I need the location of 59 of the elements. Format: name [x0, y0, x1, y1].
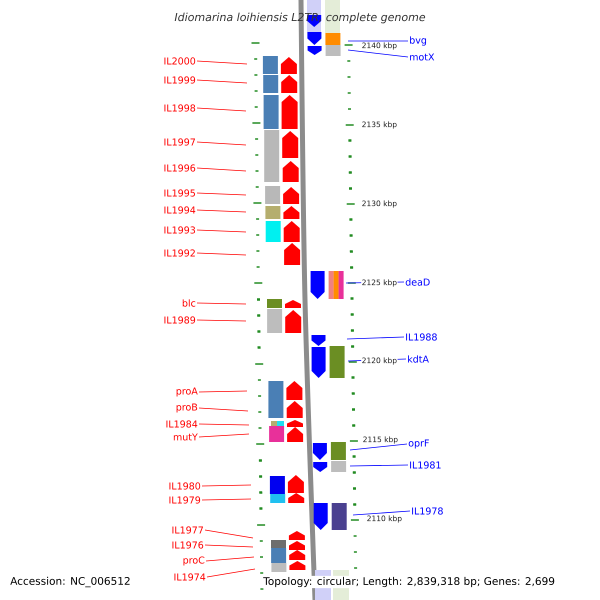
leader-line [348, 40, 408, 42]
gene-label: IL1996 [164, 164, 196, 172]
leader-line [196, 108, 246, 112]
gene-label: IL1997 [164, 138, 195, 146]
leader-line [346, 336, 404, 340]
leader-line [198, 408, 248, 412]
gene-label: IL1995 [164, 189, 195, 197]
gene-label: proC [184, 556, 204, 566]
gene-label: oprF [408, 440, 429, 448]
leader-line [206, 556, 254, 562]
gene-label: IL1989 [164, 316, 196, 324]
leader-line [196, 230, 246, 232]
gene-label: IL1977 [172, 526, 203, 534]
gene-label: mutY [174, 433, 198, 441]
gene-label: IL1974 [174, 573, 206, 581]
leader-line [196, 210, 246, 212]
leader-line [202, 498, 252, 500]
gene-label: IL1998 [164, 104, 196, 112]
gene-label: proA [176, 388, 198, 396]
gene-label: IL1993 [164, 226, 196, 234]
leader-line [204, 530, 254, 538]
leader-line [196, 142, 246, 146]
leader-line [206, 568, 256, 578]
gene-label: blc [182, 299, 196, 307]
leader-line [196, 60, 248, 64]
gene-label: IL1981 [410, 461, 441, 469]
gene-label: IL2000 [164, 57, 196, 65]
title: Idiomarina loihiensis L2TR, complete genome [174, 12, 426, 24]
gene-label: IL1994 [164, 206, 196, 214]
gene-label: proB [176, 404, 198, 412]
leader-line [198, 424, 250, 426]
gene-label: IL1979 [169, 496, 200, 504]
gene-label: IL1999 [164, 76, 196, 84]
gene-label: IL1976 [172, 541, 204, 549]
leader-line [204, 544, 254, 548]
leader-line [202, 484, 252, 486]
gene-label: IL1978 [412, 507, 443, 515]
leader-line [352, 510, 410, 516]
leader-line [348, 50, 408, 58]
leader-line [196, 302, 246, 304]
leader-line [198, 434, 250, 438]
gene-label: IL1980 [169, 482, 200, 490]
leader-line [196, 320, 246, 322]
gene-label: motX [410, 53, 434, 61]
gene-label: kdtA [408, 355, 429, 363]
leader-line [196, 80, 248, 84]
info-text: Topology: circular; Length: 2,839,318 bp; Genes: 2,699 [262, 576, 556, 588]
gene-label: IL1984 [166, 420, 198, 428]
leader-line [198, 390, 248, 392]
leader-line [350, 464, 408, 466]
gene-label: IL1992 [164, 249, 195, 257]
leader-line [196, 252, 246, 256]
leader-line [196, 168, 246, 172]
leader-line [196, 192, 246, 196]
leader-line [350, 444, 408, 450]
gene-label: deaD [406, 278, 430, 286]
gene-label: bvg [410, 36, 426, 46]
info-text: Accession: NC_006512 [9, 576, 132, 588]
gene-label: IL1988 [406, 333, 437, 341]
